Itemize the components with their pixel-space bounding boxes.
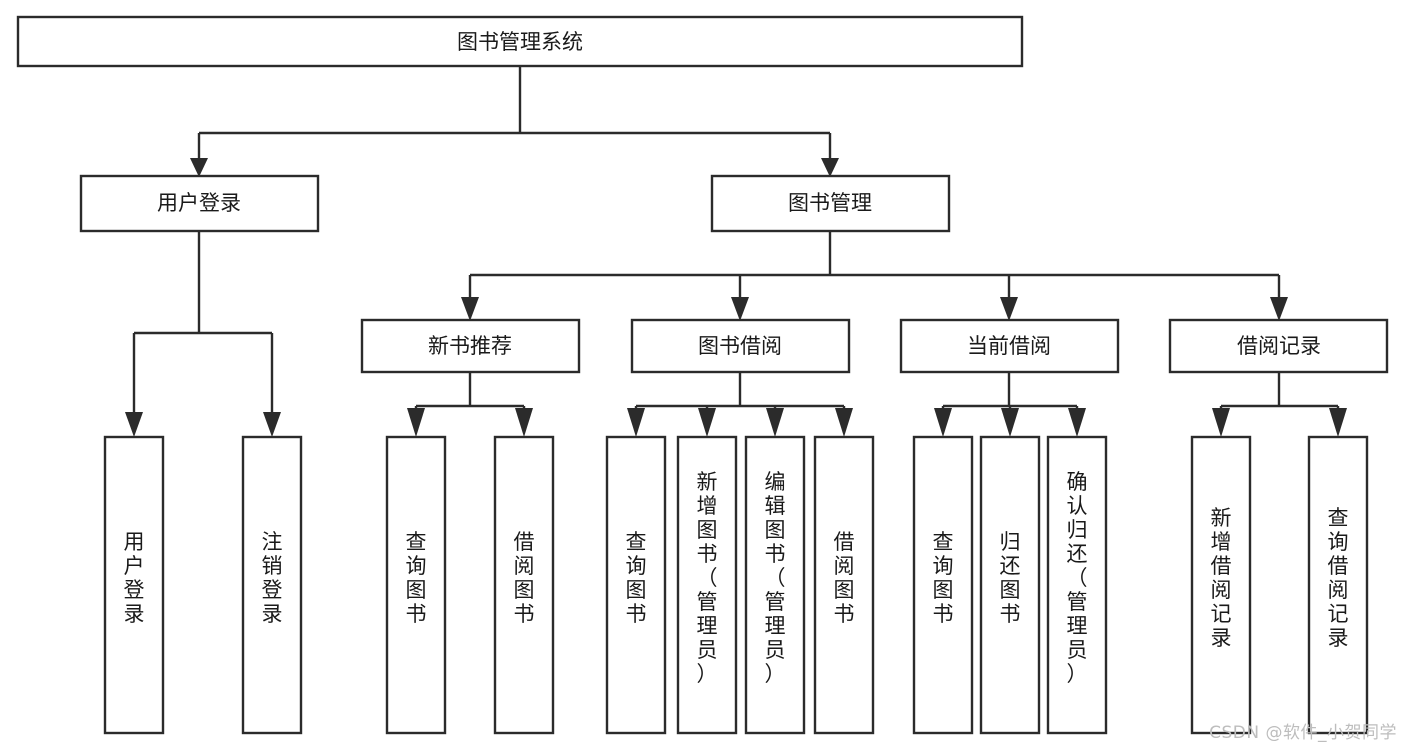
leaf-user-login[interactable]: 用户登录 — [103, 435, 165, 735]
leaf-user-login-box[interactable] — [103, 435, 165, 735]
leaf-borrow-book-1-label: 借阅图书 — [514, 530, 535, 626]
leaf-user-logout[interactable]: 注销登录 — [241, 435, 303, 735]
arrow-head-book-borrow — [731, 297, 749, 321]
node-borrow-record-box[interactable] — [1168, 318, 1389, 374]
leaf-confirm-return-label: 确认归还（管理员） — [1067, 470, 1088, 686]
leaf-borrow-book-1-box[interactable] — [493, 435, 555, 735]
leaf-edit-book-label: 编辑图书（管理员） — [765, 470, 786, 686]
node-book-manage-box[interactable] — [710, 174, 951, 233]
leaf-user-logout-label: 注销登录 — [262, 530, 283, 626]
arrow-head-leaf-query-book-3 — [934, 408, 952, 437]
node-user-login-box[interactable] — [79, 174, 320, 233]
leaf-confirm-return[interactable]: 确认归还（管理员） — [1046, 435, 1108, 735]
leaf-query-record[interactable]: 查询借阅记录 — [1307, 435, 1369, 735]
leaf-query-book-3[interactable]: 查询图书 — [912, 435, 974, 735]
node-root-label: 图书管理系统 — [457, 30, 583, 54]
leaf-add-record-label: 新增借阅记录 — [1211, 506, 1232, 650]
leaf-borrow-book-2[interactable]: 借阅图书 — [813, 435, 875, 735]
arrow-head-leaf-confirm-return — [1068, 408, 1086, 437]
node-borrow-record-label: 借阅记录 — [1237, 334, 1321, 358]
leaf-edit-book-box[interactable] — [744, 435, 806, 735]
leaf-borrow-book-2-box[interactable] — [813, 435, 875, 735]
leaf-query-book-1-label: 查询图书 — [406, 530, 427, 626]
arrow-head-leaf-query-record — [1329, 408, 1347, 437]
leaf-query-book-1-box[interactable] — [385, 435, 447, 735]
leaf-add-book[interactable]: 新增图书（管理员） — [676, 435, 738, 735]
node-new-book-recommend-box[interactable] — [360, 318, 581, 374]
arrow-head-user-login — [190, 158, 208, 177]
arrow-head-leaf-query-book-1 — [407, 408, 425, 437]
node-borrow-record[interactable]: 借阅记录 — [1168, 318, 1389, 374]
arrow-head-borrow-record — [1270, 297, 1288, 321]
arrow-head-book-manage — [821, 158, 839, 177]
arrow-head-leaf-query-book-2 — [627, 408, 645, 437]
connector-layer — [125, 66, 1347, 437]
node-book-manage[interactable]: 图书管理 — [710, 174, 951, 233]
node-current-borrow-box[interactable] — [899, 318, 1120, 374]
leaf-query-book-2[interactable]: 查询图书 — [605, 435, 667, 735]
leaf-add-book-box[interactable] — [676, 435, 738, 735]
leaf-query-book-3-label: 查询图书 — [933, 530, 954, 626]
node-user-login-label: 用户登录 — [157, 191, 241, 215]
arrow-head-leaf-return-book — [1001, 408, 1019, 437]
leaf-borrow-book-2-label: 借阅图书 — [834, 530, 855, 626]
leaf-add-book-label: 新增图书（管理员） — [697, 470, 718, 686]
leaf-add-record[interactable]: 新增借阅记录 — [1190, 435, 1252, 735]
node-user-login[interactable]: 用户登录 — [79, 174, 320, 233]
node-book-borrow[interactable]: 图书借阅 — [630, 318, 851, 374]
arrow-head-leaf-add-record — [1212, 408, 1230, 437]
leaf-query-record-label: 查询借阅记录 — [1328, 506, 1349, 650]
leaf-query-book-2-box[interactable] — [605, 435, 667, 735]
node-new-book-recommend-label: 新书推荐 — [428, 334, 512, 358]
arrow-head-leaf-add-book — [698, 408, 716, 437]
leaf-query-book-2-label: 查询图书 — [626, 530, 647, 626]
node-new-book-recommend[interactable]: 新书推荐 — [360, 318, 581, 374]
leaf-user-logout-box[interactable] — [241, 435, 303, 735]
leaf-query-book-3-box[interactable] — [912, 435, 974, 735]
leaf-return-book-box[interactable] — [979, 435, 1041, 735]
leaf-query-book-1[interactable]: 查询图书 — [385, 435, 447, 735]
leaf-return-book-label: 归还图书 — [1000, 530, 1021, 626]
leaf-query-record-box[interactable] — [1307, 435, 1369, 735]
leaf-edit-book[interactable]: 编辑图书（管理员） — [744, 435, 806, 735]
arrow-head-leaf-user-logout — [263, 412, 281, 437]
node-current-borrow[interactable]: 当前借阅 — [899, 318, 1120, 374]
csdn-watermark: CSDN @软件_小贺同学 — [1209, 723, 1397, 743]
arrow-head-leaf-borrow-book-1 — [515, 408, 533, 437]
node-root[interactable]: 图书管理系统 — [16, 15, 1024, 68]
leaf-borrow-book-1[interactable]: 借阅图书 — [493, 435, 555, 735]
leaf-return-book[interactable]: 归还图书 — [979, 435, 1041, 735]
node-book-borrow-box[interactable] — [630, 318, 851, 374]
node-book-manage-label: 图书管理 — [788, 191, 872, 215]
node-book-borrow-label: 图书借阅 — [698, 334, 782, 358]
arrow-head-leaf-user-login — [125, 412, 143, 437]
arrow-head-new-book-recommend — [461, 297, 479, 321]
leaf-add-record-box[interactable] — [1190, 435, 1252, 735]
arrow-head-current-borrow — [1000, 297, 1018, 321]
node-current-borrow-label: 当前借阅 — [967, 334, 1051, 358]
leaf-confirm-return-box[interactable] — [1046, 435, 1108, 735]
arrow-head-leaf-borrow-book-2 — [835, 408, 853, 437]
node-root-box[interactable] — [16, 15, 1024, 68]
arrow-head-leaf-edit-book — [766, 408, 784, 437]
leaf-user-login-label: 用户登录 — [124, 530, 145, 626]
